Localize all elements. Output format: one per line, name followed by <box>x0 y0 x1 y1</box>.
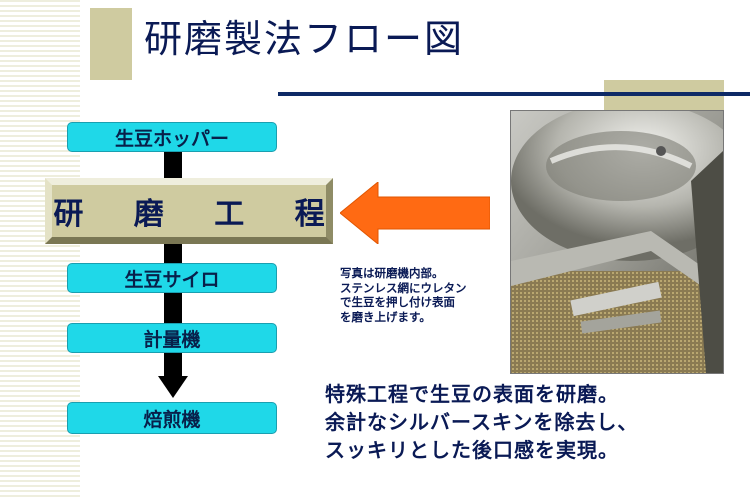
summary-line: スッキリとした後口感を実現。 <box>325 438 619 462</box>
left-striped-band <box>0 0 80 498</box>
flow-step-hopper: 生豆ホッパー <box>67 122 277 152</box>
flow-step-roaster: 焙煎機 <box>67 402 277 434</box>
flow-step-scale: 計量機 <box>67 323 277 353</box>
caption-line: を磨き上げます。 <box>340 309 431 324</box>
flow-connector-2 <box>164 244 182 264</box>
summary-line: 特殊工程で生豆の表面を研磨。 <box>325 382 619 406</box>
summary-text: 特殊工程で生豆の表面を研磨。 余計なシルバースキンを除去し、 スッキリとした後口… <box>325 380 638 464</box>
header-rule <box>278 92 750 96</box>
flow-connector-3 <box>164 293 182 323</box>
flow-step-silo: 生豆サイロ <box>67 263 277 293</box>
flow-arrow-head <box>158 376 188 398</box>
page-title: 研磨製法フロー図 <box>144 17 465 61</box>
caption-line: ステンレス網にウレタン <box>340 280 467 295</box>
orange-left-arrow <box>340 182 490 244</box>
flow-connector-1 <box>164 152 182 180</box>
flow-step-polishing-label: 研 磨 工 程 <box>53 197 345 232</box>
caption-line: 写真は研磨機内部。 <box>340 266 444 280</box>
caption-line: で生豆を押し付け表面 <box>340 295 455 309</box>
polisher-interior-photo <box>510 110 724 374</box>
title-accent-block <box>90 8 132 80</box>
flow-step-polishing: 研 磨 工 程 <box>45 178 333 244</box>
photo-caption: 写真は研磨機内部。 ステンレス網にウレタン で生豆を押し付け表面 を磨き上げます… <box>340 266 467 324</box>
flow-connector-4 <box>164 352 182 378</box>
summary-line: 余計なシルバースキンを除去し、 <box>325 410 639 434</box>
